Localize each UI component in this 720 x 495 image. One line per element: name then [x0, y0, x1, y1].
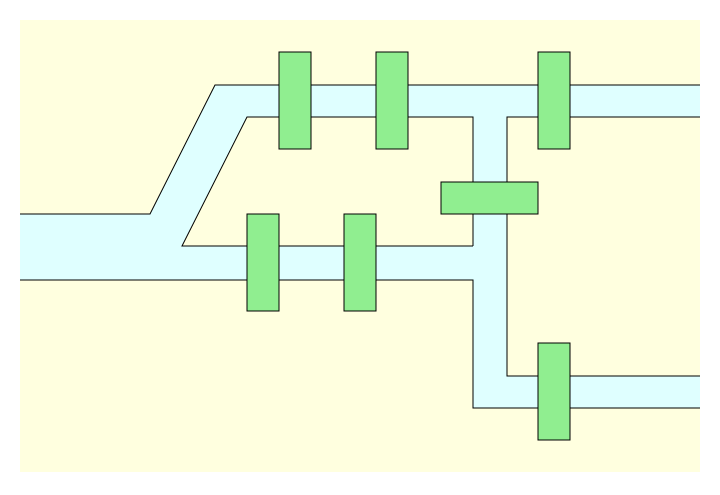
block-middle-1 [246, 213, 280, 312]
block-top-1 [278, 51, 312, 150]
block-bottom [537, 342, 571, 441]
block-top-3 [537, 51, 571, 150]
block-middle-2 [343, 213, 377, 312]
channel-edge-right-branch [506, 116, 700, 377]
block-top-2 [375, 51, 409, 150]
channel-edge-top [20, 84, 700, 215]
block-junction [440, 181, 539, 215]
blocks [246, 51, 571, 441]
